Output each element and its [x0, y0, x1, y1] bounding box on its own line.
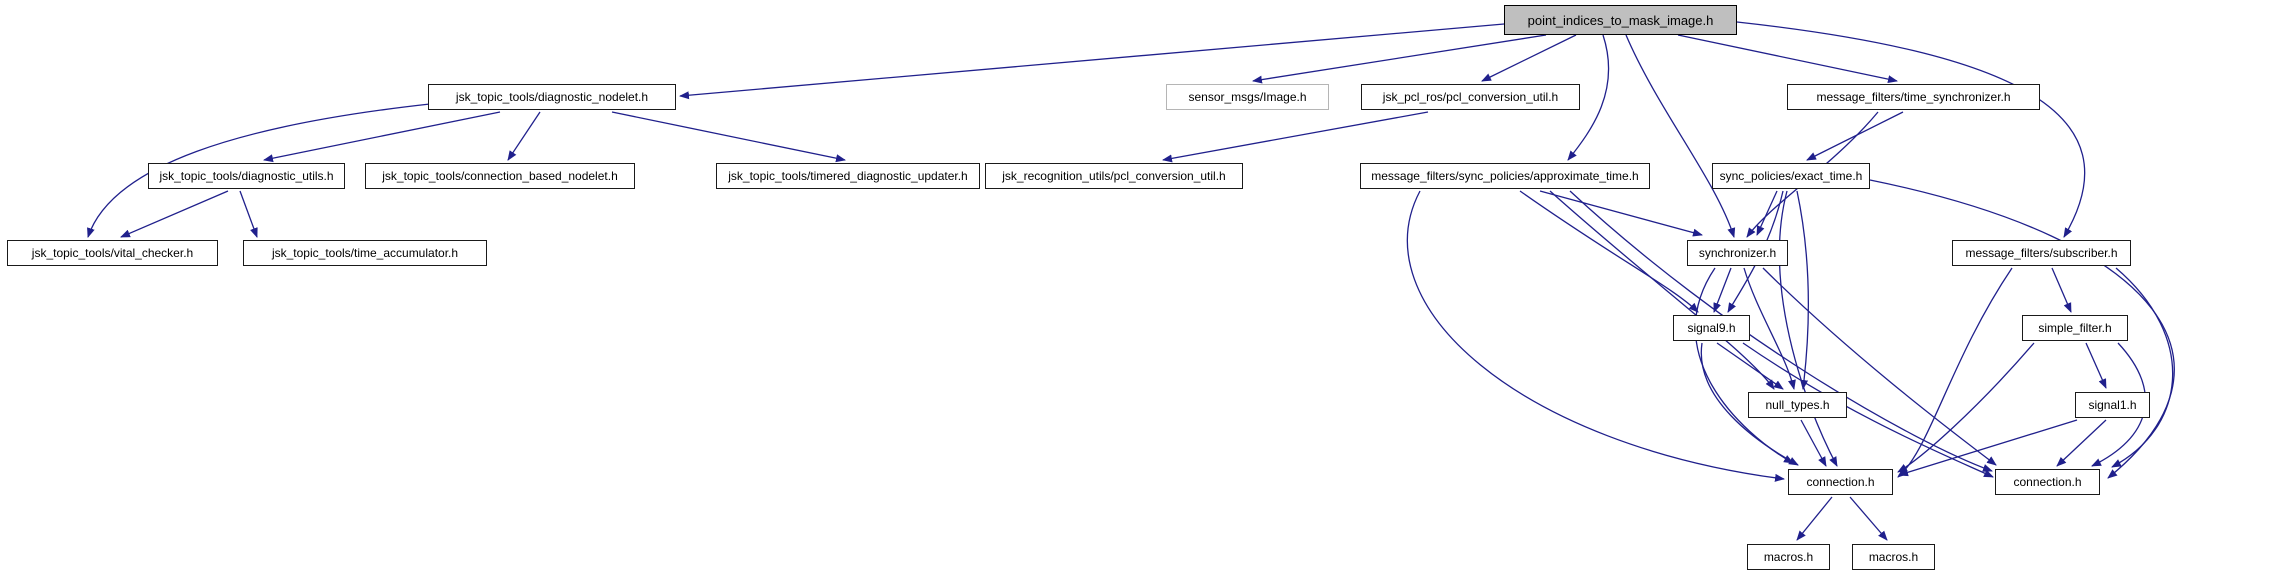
edge-CL-M1	[1796, 496, 1833, 541]
node-sensor-msgs-image-h: sensor_msgs/Image.h	[1166, 84, 1329, 110]
node-signal9-h[interactable]: signal9.h	[1673, 315, 1750, 341]
edge-SY-S9	[1713, 267, 1732, 313]
edge-ET-NT	[1796, 190, 1809, 390]
node-signal1-h[interactable]: signal1.h	[2075, 392, 2150, 418]
edge-CL-M2	[1849, 496, 1888, 541]
node-jsk-topic-tools-diagnostic-nodelet-h[interactable]: jsk_topic_tools/diagnostic_nodelet.h	[428, 84, 676, 110]
node-label: jsk_topic_tools/vital_checker.h	[31, 246, 194, 260]
node-sync-policies-exact-time-h[interactable]: sync_policies/exact_time.h	[1712, 163, 1870, 189]
node-synchronizer-h[interactable]: synchronizer.h	[1687, 240, 1788, 266]
edge-SU-CR	[2111, 267, 2174, 468]
node-label: connection.h	[2013, 475, 2082, 489]
edge-PI-AT	[1567, 34, 1610, 161]
edge-ET-SY	[1756, 190, 1778, 236]
node-label: jsk_topic_tools/diagnostic_utils.h	[159, 169, 334, 183]
edge-PI-SU	[1736, 21, 2086, 238]
edge-ET-CL	[1778, 190, 1838, 467]
node-jsk-topic-tools-connection-based-nodelet-h[interactable]: jsk_topic_tools/connection_based_nodelet…	[365, 163, 635, 189]
node-label: sync_policies/exact_time.h	[1719, 169, 1863, 183]
node-label: synchronizer.h	[1698, 246, 1777, 260]
node-label: message_filters/time_synchronizer.h	[1816, 90, 2011, 104]
edge-SY-NT	[1743, 267, 1796, 390]
node-jsk-topic-tools-timered-diagnostic-updater-h[interactable]: jsk_topic_tools/timered_diagnostic_updat…	[716, 163, 980, 189]
node-message-filters-time-synchronizer-h[interactable]: message_filters/time_synchronizer.h	[1787, 84, 2040, 110]
node-label: simple_filter.h	[2038, 321, 2112, 335]
edge-SF-CL	[1897, 342, 2035, 473]
edge-PCU-JR	[1162, 111, 1429, 163]
node-jsk-topic-tools-diagnostic-utils-h[interactable]: jsk_topic_tools/diagnostic_utils.h	[148, 163, 345, 189]
node-connection-h-left[interactable]: connection.h	[1788, 469, 1893, 495]
node-simple-filter-h[interactable]: simple_filter.h	[2022, 315, 2128, 341]
edge-S1-CR	[2056, 419, 2107, 467]
edge-PI-SY	[1625, 34, 1736, 238]
edge-TS-ET	[1806, 111, 1904, 161]
node-jsk-topic-tools-vital-checker-h[interactable]: jsk_topic_tools/vital_checker.h	[7, 240, 218, 266]
node-label: signal1.h	[2088, 398, 2137, 412]
edge-DN-TDU	[611, 111, 846, 163]
edge-S1-CL	[1898, 419, 2078, 477]
node-label: connection.h	[1806, 475, 1875, 489]
node-label: message_filters/subscriber.h	[1965, 246, 2118, 260]
node-label: jsk_recognition_utils/pcl_conversion_uti…	[1002, 169, 1226, 183]
node-label: jsk_topic_tools/diagnostic_nodelet.h	[455, 90, 649, 104]
node-label: jsk_pcl_ros/pcl_conversion_util.h	[1382, 90, 1559, 104]
edge-DN-CBN	[507, 111, 541, 161]
node-label: jsk_topic_tools/connection_based_nodelet…	[382, 169, 618, 183]
node-label: macros.h	[1763, 550, 1814, 564]
node-label: null_types.h	[1765, 398, 1830, 412]
edge-PI-IMG	[1252, 34, 1547, 84]
edge-DU-TA	[239, 190, 258, 238]
edge-AT-S9	[1519, 190, 1699, 313]
node-label: macros.h	[1868, 550, 1919, 564]
node-macros-h-right[interactable]: macros.h	[1852, 544, 1935, 570]
node-label: point_indices_to_mask_image.h	[1527, 12, 1714, 28]
edge-PI-DN	[679, 23, 1505, 100]
node-connection-h-right[interactable]: connection.h	[1995, 469, 2100, 495]
edge-SU-SF	[2051, 267, 2072, 313]
edge-SY-CL	[1694, 267, 1794, 464]
edge-AT-SY	[1539, 190, 1703, 237]
edge-PI-TS	[1677, 34, 1898, 84]
edge-AT-CL	[1406, 190, 1785, 482]
node-label: sensor_msgs/Image.h	[1188, 90, 1307, 104]
node-jsk-pcl-ros-pcl-conversion-util-h[interactable]: jsk_pcl_ros/pcl_conversion_util.h	[1361, 84, 1580, 110]
node-jsk-recognition-utils-pcl-conversion-util-h[interactable]: jsk_recognition_utils/pcl_conversion_uti…	[985, 163, 1243, 189]
edge-S9-CR	[1742, 342, 1994, 478]
node-label: jsk_topic_tools/timered_diagnostic_updat…	[728, 169, 968, 183]
edge-PI-PCU	[1481, 34, 1577, 82]
node-message-filters-subscriber-h[interactable]: message_filters/subscriber.h	[1952, 240, 2131, 266]
edge-DU-VC	[120, 190, 229, 238]
edge-AT-CR	[1569, 190, 1993, 472]
edge-AT-NT	[1549, 190, 1775, 390]
node-message-filters-sync-policies-approximate-time-h[interactable]: message_filters/sync_policies/approximat…	[1360, 163, 1650, 189]
node-label: signal9.h	[1687, 321, 1736, 335]
node-label: jsk_topic_tools/time_accumulator.h	[271, 246, 459, 260]
node-label: message_filters/sync_policies/approximat…	[1371, 169, 1639, 183]
node-point-indices-to-mask-image-h: point_indices_to_mask_image.h	[1504, 5, 1737, 35]
node-macros-h-left[interactable]: macros.h	[1747, 544, 1830, 570]
node-jsk-topic-tools-time-accumulator-h[interactable]: jsk_topic_tools/time_accumulator.h	[243, 240, 487, 266]
node-null-types-h[interactable]: null_types.h	[1748, 392, 1847, 418]
edge-SF-S1	[2085, 342, 2107, 389]
edge-DN-DU	[263, 111, 501, 163]
edge-NT-CL	[1800, 419, 1827, 467]
edge-DN-VC	[87, 103, 431, 238]
edge-SY-CR	[1762, 267, 1997, 466]
